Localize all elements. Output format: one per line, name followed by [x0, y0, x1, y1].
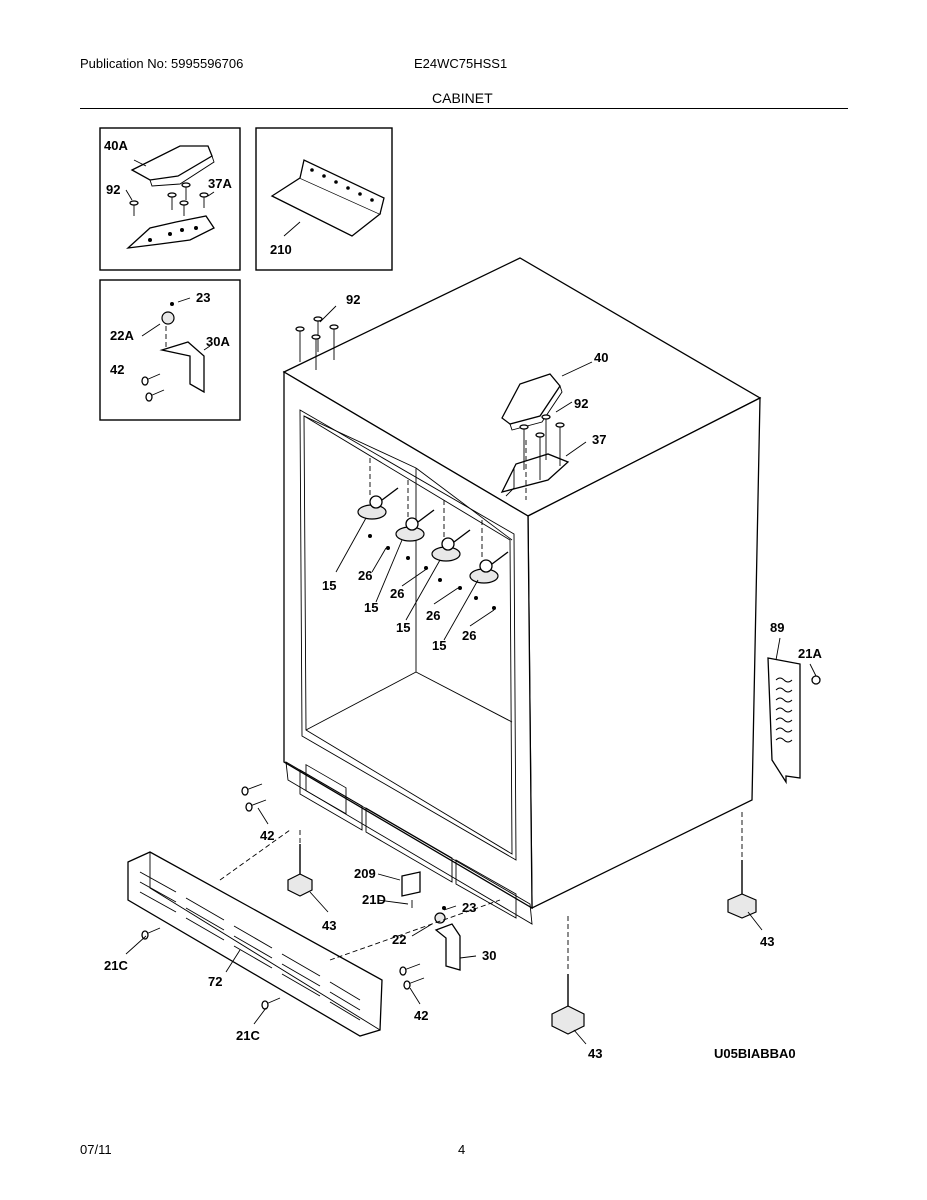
callout-42: 42	[110, 362, 124, 377]
callout-43: 43	[760, 934, 774, 949]
callout-26: 26	[462, 628, 476, 643]
callout-37A: 37A	[208, 176, 232, 191]
kick-plate-72	[127, 829, 501, 1037]
callout-26: 26	[390, 586, 404, 601]
footer-date: 07/11	[80, 1142, 112, 1157]
callout-21A: 21A	[798, 646, 822, 661]
leveling-leg-center	[551, 916, 585, 1035]
inset-hinge-top-40A	[99, 127, 241, 271]
callout-37: 37	[592, 432, 606, 447]
callout-40A: 40A	[104, 138, 128, 153]
leveling-leg-right	[727, 812, 757, 919]
callout-labels: 40A 92 37A 210 23 22A 30A 42 92 40 92 37…	[104, 138, 822, 1061]
callout-22: 22	[392, 932, 406, 947]
callout-22A: 22A	[110, 328, 134, 343]
callout-92: 92	[106, 182, 120, 197]
callout-30A: 30A	[206, 334, 230, 349]
wire-bracket-89	[767, 657, 821, 785]
image-code: U05BIABBA0	[714, 1046, 796, 1061]
inset-hinge-bottom-30A	[99, 279, 241, 421]
callout-23: 23	[462, 900, 476, 915]
callout-15: 15	[396, 620, 410, 635]
publication-number: Publication No: 5995596706	[80, 56, 244, 71]
callout-89: 89	[770, 620, 784, 635]
inset-bracket-210	[255, 127, 393, 271]
callout-72: 72	[208, 974, 222, 989]
header-rule	[80, 108, 848, 109]
callout-42: 42	[260, 828, 274, 843]
shelf-support-group	[357, 458, 509, 610]
callout-42: 42	[414, 1008, 428, 1023]
callout-43: 43	[322, 918, 336, 933]
callout-15: 15	[364, 600, 378, 615]
callout-92: 92	[346, 292, 360, 307]
callout-26: 26	[358, 568, 372, 583]
callout-15: 15	[432, 638, 446, 653]
callout-21C: 21C	[236, 1028, 260, 1043]
top-hinge-assembly	[500, 373, 570, 500]
callout-209: 209	[354, 866, 376, 881]
section-title: CABINET	[432, 90, 493, 106]
callout-43: 43	[588, 1046, 602, 1061]
callout-21D: 21D	[362, 892, 386, 907]
leveling-leg-left	[287, 830, 313, 897]
callout-21C: 21C	[104, 958, 128, 973]
callout-210: 210	[270, 242, 292, 257]
page-number: 4	[458, 1142, 466, 1157]
model-number: E24WC75HSS1	[414, 56, 508, 71]
callout-40: 40	[594, 350, 608, 365]
bottom-hinge-assembly	[241, 783, 461, 990]
callout-23: 23	[196, 290, 210, 305]
callout-15: 15	[322, 578, 336, 593]
cabinet-body	[282, 257, 762, 925]
callout-30: 30	[482, 948, 496, 963]
callout-26: 26	[426, 608, 440, 623]
callout-92: 92	[574, 396, 588, 411]
